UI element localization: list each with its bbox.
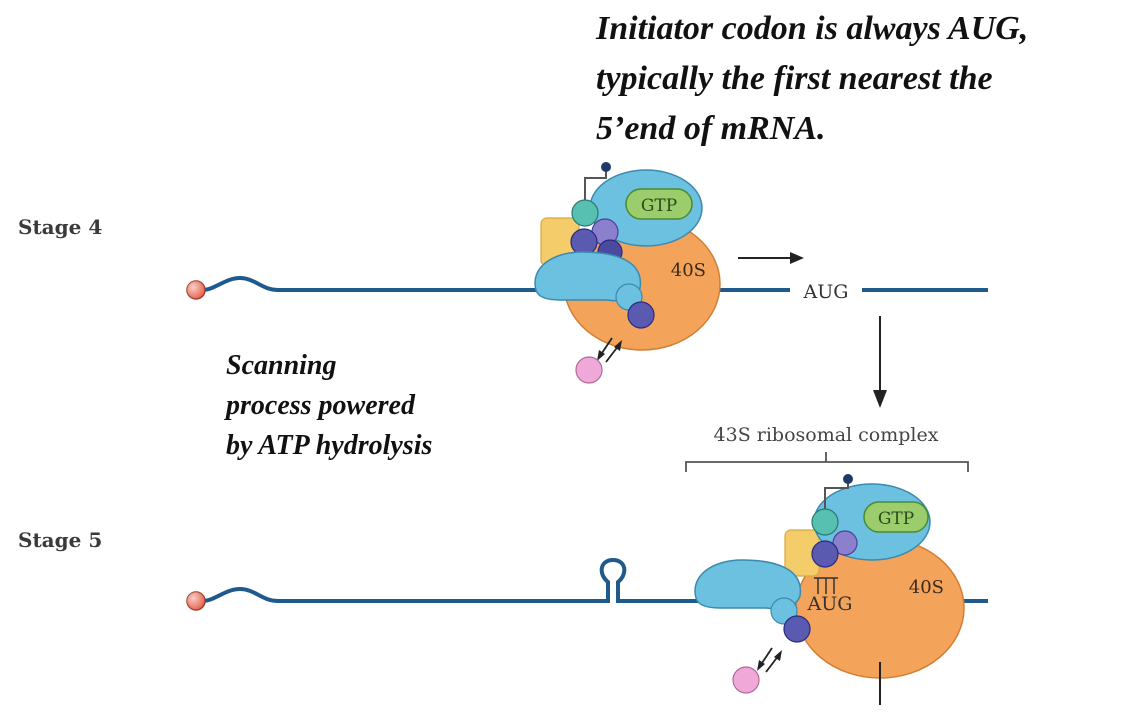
scanning-note-line-3: by ATP hydrolysis [226,430,433,461]
scanning-note: Scanning process powered by ATP hydrolys… [226,346,526,466]
scanning-note-line-2: process powered [226,390,415,421]
heading-line-3: 5’end of mRNA. [596,110,826,147]
stage-5-40s-label: 40S [909,577,944,598]
complex-label: 43S ribosomal complex [714,424,939,446]
complex-bracket: 43S ribosomal complex [685,424,969,472]
stage-4-aug-codon: AUG [803,281,849,303]
stage-5-initiation-factors [811,508,858,568]
heading-line-1: Initiator codon is always AUG, [596,10,1029,47]
stage-4-40s-label: 40S [671,260,706,281]
stage-5-aug-codon: AUG [807,593,853,615]
stage-4-label: Stage 4 [18,215,103,239]
stage-4-cap-binding-complex [534,251,642,302]
stage-4-gtp-label: GTP [641,196,677,216]
scanning-note-line-1: Scanning [226,350,337,381]
stage-4-met-trna [584,162,611,212]
stage-5-helicase-factors [770,597,811,643]
stage-4-group: 40S GTP [186,162,988,384]
stage-4-cap-icon [186,280,206,300]
stage-5-cap-icon [186,591,206,611]
stage-5-gtp-label: GTP [878,509,914,529]
stage-4-helicase-factors [615,283,655,329]
stage-5-atp-exchange [732,647,782,694]
heading-line-2: typically the first nearest the [596,60,993,97]
stage-4-gtp-factor: GTP [589,169,703,247]
heading-text: Initiator codon is always AUG, typically… [596,4,1126,154]
stage-5-met-trna [814,474,853,594]
stage-5-40s-subunit: 40S [795,537,965,679]
stage-4-atp-exchange [575,337,622,384]
scanning-direction-arrow [738,252,804,264]
stage-5-label: Stage 5 [18,528,103,552]
stage-5-group: 40S GTP [186,474,988,705]
stage-5-cap-binding-complex [694,559,802,610]
stage-transition-arrow [873,316,887,408]
